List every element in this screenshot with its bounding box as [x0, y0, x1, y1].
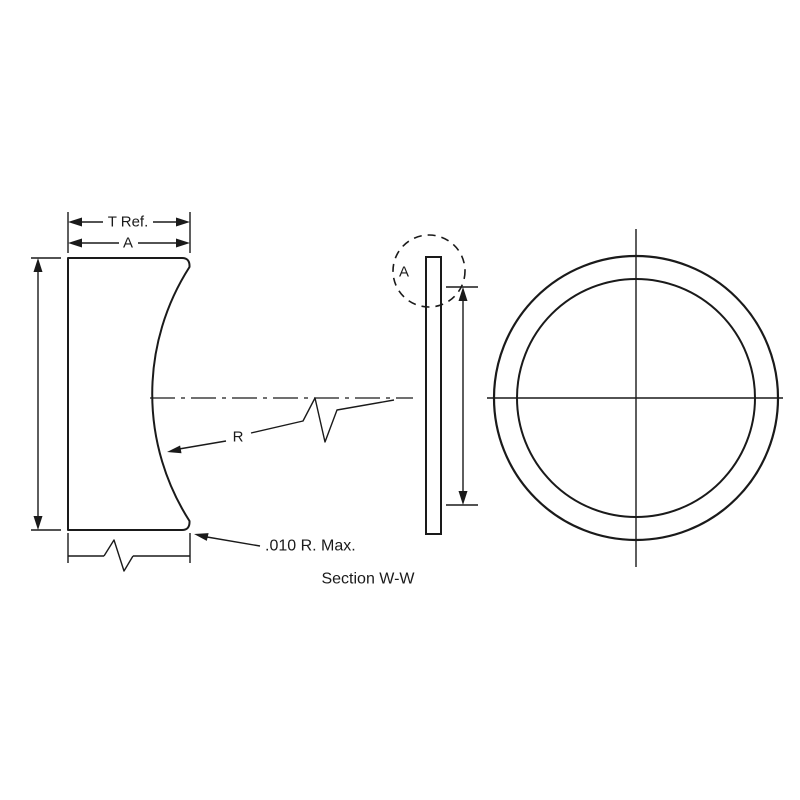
leader-break-line [250, 397, 395, 443]
radius-leader: R [167, 397, 395, 454]
inner-diameter-dimension [446, 286, 478, 506]
height-dimension [31, 257, 61, 531]
detail-a-label: A [399, 264, 409, 281]
section-title: Section W-W [321, 571, 415, 588]
section-view: T Ref. A R [31, 212, 415, 588]
face-view [487, 229, 783, 567]
leader-line [206, 536, 261, 547]
a-dimension-label: A [123, 235, 133, 252]
break-line [67, 533, 191, 572]
edge-view-strip [425, 256, 442, 535]
leader-arrow-icon [194, 533, 209, 541]
corner-radius-label: .010 R. Max. [265, 538, 356, 555]
edge-view: A [392, 234, 478, 535]
dimension-arrow-icon [68, 238, 82, 248]
dimension-arrow-icon [176, 217, 190, 227]
leader-line [178, 440, 227, 450]
thickness-dimension: T Ref. [68, 214, 190, 231]
a-dimension: A [68, 235, 190, 252]
part-outline [67, 257, 191, 531]
corner-radius-callout: .010 R. Max. [194, 533, 356, 555]
dimension-arrow-icon [458, 491, 468, 505]
dimension-arrow-icon [68, 217, 82, 227]
thickness-label: T Ref. [108, 214, 149, 231]
outer-circle [492, 254, 780, 542]
detail-circle-a [392, 234, 466, 308]
dimension-arrow-icon [176, 238, 190, 248]
dimension-arrow-icon [33, 258, 43, 272]
dimension-arrow-icon [33, 516, 43, 530]
leader-arrow-icon [167, 445, 182, 454]
radius-label: R [233, 429, 244, 446]
inner-circle [516, 278, 756, 518]
dimension-arrow-icon [458, 287, 468, 301]
break-zigzag [103, 539, 134, 572]
